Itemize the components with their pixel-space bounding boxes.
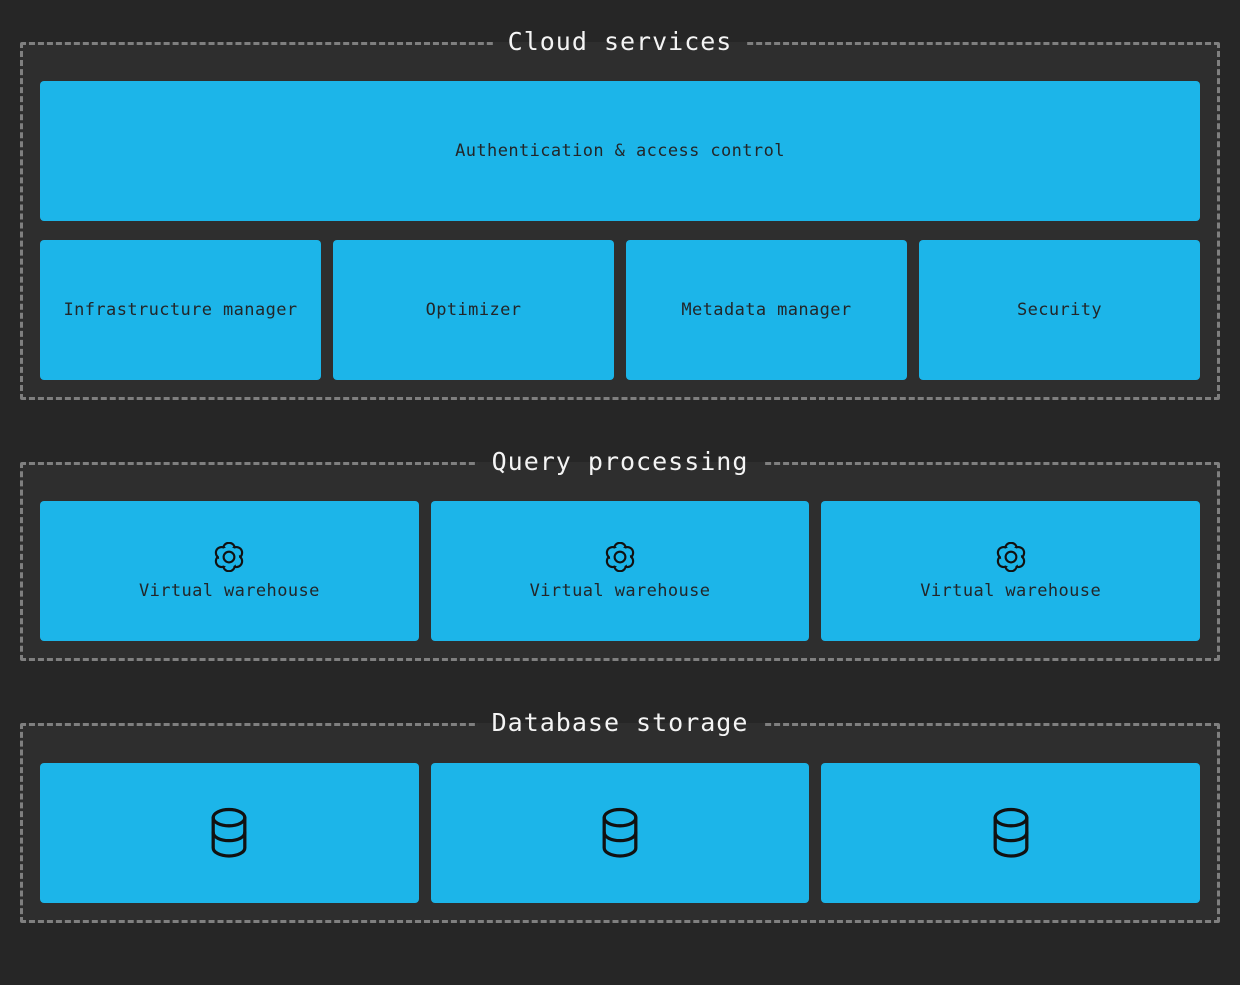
box-label: Optimizer <box>425 300 522 320</box>
gear-icon <box>996 541 1026 572</box>
infrastructure-manager-box: Infrastructure manager <box>40 240 321 380</box>
security-box: Security <box>919 240 1200 380</box>
gear-icon <box>214 541 244 572</box>
virtual-warehouse-box: Virtual warehouse <box>430 501 810 641</box>
database-box <box>40 763 419 903</box>
database-box <box>821 763 1201 903</box>
section-title: Cloud services <box>493 27 747 57</box>
box-label: Infrastructure manager <box>63 300 298 320</box>
box-label: Virtual warehouse <box>529 580 711 601</box>
gear-icon <box>605 541 635 572</box>
query-processing-row: Virtual warehouse Virtual warehouse Virt… <box>40 501 1201 641</box>
section-database-storage: Database storage <box>20 708 1220 923</box>
database-icon <box>597 806 643 860</box>
optimizer-box: Optimizer <box>333 240 614 380</box>
box-label: Security <box>1016 300 1103 320</box>
metadata-manager-box: Metadata manager <box>626 240 907 380</box>
box-label: Virtual warehouse <box>920 580 1102 601</box>
database-icon <box>988 806 1034 860</box>
database-storage-row <box>40 763 1201 903</box>
box-label: Metadata manager <box>681 300 852 320</box>
auth-access-control-box: Authentication & access control <box>40 81 1200 221</box>
box-label: Virtual warehouse <box>138 580 320 601</box>
box-label: Authentication & access control <box>455 141 785 161</box>
cloud-services-row: Infrastructure manager Optimizer Metadat… <box>40 240 1200 380</box>
database-box <box>430 763 810 903</box>
section-title: Database storage <box>477 708 763 738</box>
virtual-warehouse-box: Virtual warehouse <box>40 501 419 641</box>
database-icon <box>206 806 252 860</box>
section-cloud-services: Cloud services Authentication & access c… <box>20 27 1220 400</box>
section-query-processing: Query processing Virtual warehouse Virtu… <box>20 447 1220 661</box>
section-title: Query processing <box>477 447 763 477</box>
virtual-warehouse-box: Virtual warehouse <box>821 501 1201 641</box>
